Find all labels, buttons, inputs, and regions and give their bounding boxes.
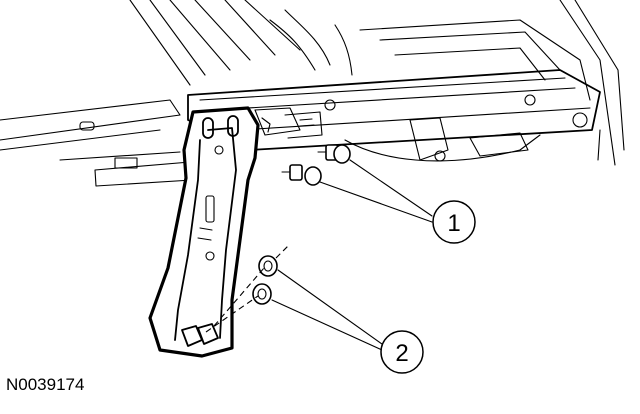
alignment-line <box>213 267 265 327</box>
callout-1-number: 1 <box>447 210 460 237</box>
callout-1: 1 <box>432 200 476 244</box>
nut-upper <box>258 255 278 277</box>
nut-lower <box>252 283 272 305</box>
bolt-upper <box>317 144 351 164</box>
callout-2: 2 <box>380 330 424 374</box>
callout-2-number: 2 <box>395 340 408 367</box>
bracket <box>148 106 260 358</box>
bolt-lower <box>281 164 322 186</box>
figure-reference-code: N0039174 <box>6 375 84 394</box>
leader-line-1 <box>319 159 433 223</box>
leader-line-2 <box>271 269 383 351</box>
alignment-line <box>275 243 291 259</box>
vehicle-frame-background <box>0 0 625 187</box>
